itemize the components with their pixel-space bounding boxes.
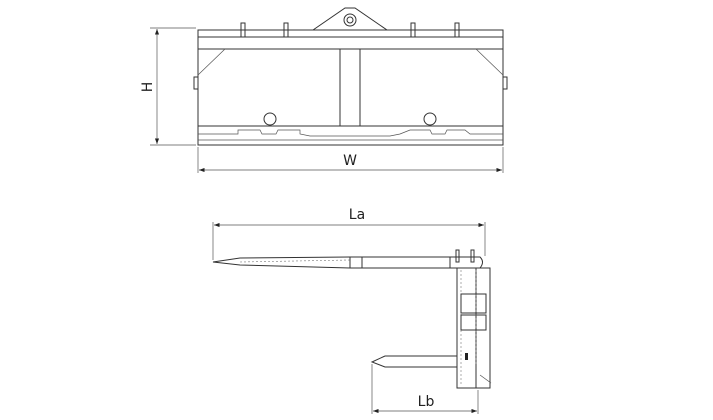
lifting-ring-icon [343,13,357,27]
front-view [193,7,508,146]
height-label: H [140,82,156,93]
width-dimension: W [197,147,504,173]
long-fork-dimension: La [212,207,486,260]
height-dimension: H [140,27,196,146]
width-label: W [343,153,357,169]
short-fork-dimension: Lb [371,364,479,414]
side-view [212,249,492,389]
long-fork-label: La [349,207,365,223]
short-fork-label: Lb [418,394,435,410]
